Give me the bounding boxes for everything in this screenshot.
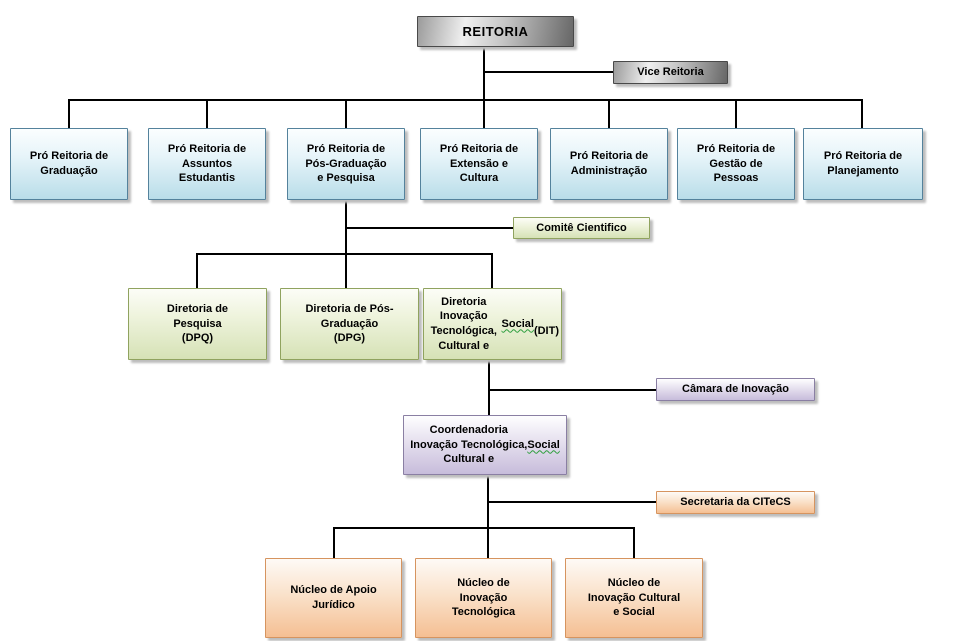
connector-comite-branch (345, 227, 513, 229)
node-diretoria-pesquisa-dpq: Diretoria de Pesquisa (DPQ) (128, 288, 267, 360)
node-coordenadoria-citecs: Coordenadoria Inovação Tecnológica, Cult… (403, 415, 567, 475)
connector-stub-posgrad (345, 99, 347, 128)
node-nucleo-inovacao-tecnologica: Núcleo de Inovação Tecnológica (415, 558, 552, 638)
connector-stub-dpq (196, 253, 198, 288)
node-vice-reitoria: Vice Reitoria (613, 61, 728, 84)
spellcheck-squiggle: Social (527, 438, 560, 451)
node-diretoria-pos-graduacao-dpg: Diretoria de Pós- Graduação (DPG) (280, 288, 419, 360)
connector-stub-extensao (483, 99, 485, 128)
node-comite-cientifico: Comitê Cientifico (513, 217, 650, 239)
connector-stub-dit (491, 253, 493, 288)
connector-coord-trunk (487, 475, 489, 558)
connector-diretorias-bus (196, 253, 493, 255)
connector-stub-planejamento (861, 99, 863, 128)
node-pro-reitoria-extensao-cultura: Pró Reitoria de Extensão e Cultura (420, 128, 538, 200)
connector-camara-branch (488, 389, 656, 391)
connector-stub-admin (608, 99, 610, 128)
connector-stub-juridico (333, 527, 335, 558)
node-pro-reitoria-pos-graduacao-pesquisa: Pró Reitoria de Pós-Graduação e Pesquisa (287, 128, 405, 200)
node-pro-reitoria-planejamento: Pró Reitoria de Planejamento (803, 128, 923, 200)
node-nucleo-inovacao-cultural-social: Núcleo de Inovação Cultural e Social (565, 558, 703, 638)
connector-stub-cultural (633, 527, 635, 558)
connector-secretaria-branch (487, 501, 656, 503)
node-pro-reitoria-graduacao: Pró Reitoria de Graduação (10, 128, 128, 200)
node-pro-reitoria-gestao-pessoas: Pró Reitoria de Gestão de Pessoas (677, 128, 795, 200)
connector-root-trunk (483, 47, 485, 100)
connector-stub-gestao (735, 99, 737, 128)
node-reitoria: REITORIA (417, 16, 574, 47)
spellcheck-squiggle: Social (501, 317, 534, 330)
node-secretaria-citecs: Secretaria da CITeCS (656, 491, 815, 514)
connector-posgrad-trunk (345, 200, 347, 288)
node-pro-reitoria-assuntos-estudantis: Pró Reitoria de Assuntos Estudantis (148, 128, 266, 200)
connector-stub-assuntos (206, 99, 208, 128)
node-nucleo-apoio-juridico: Núcleo de Apoio Jurídico (265, 558, 402, 638)
node-pro-reitoria-administracao: Pró Reitoria de Administração (550, 128, 668, 200)
node-camara-inovacao: Câmara de Inovação (656, 378, 815, 401)
node-diretoria-inovacao-dit: Diretoria Inovação Tecnológica, Cultural… (423, 288, 562, 360)
connector-level1-bus (68, 99, 863, 101)
connector-nucleos-bus (333, 527, 634, 529)
connector-dit-trunk (488, 360, 490, 415)
connector-vice-branch (483, 71, 613, 73)
connector-stub-graduacao (68, 99, 70, 128)
